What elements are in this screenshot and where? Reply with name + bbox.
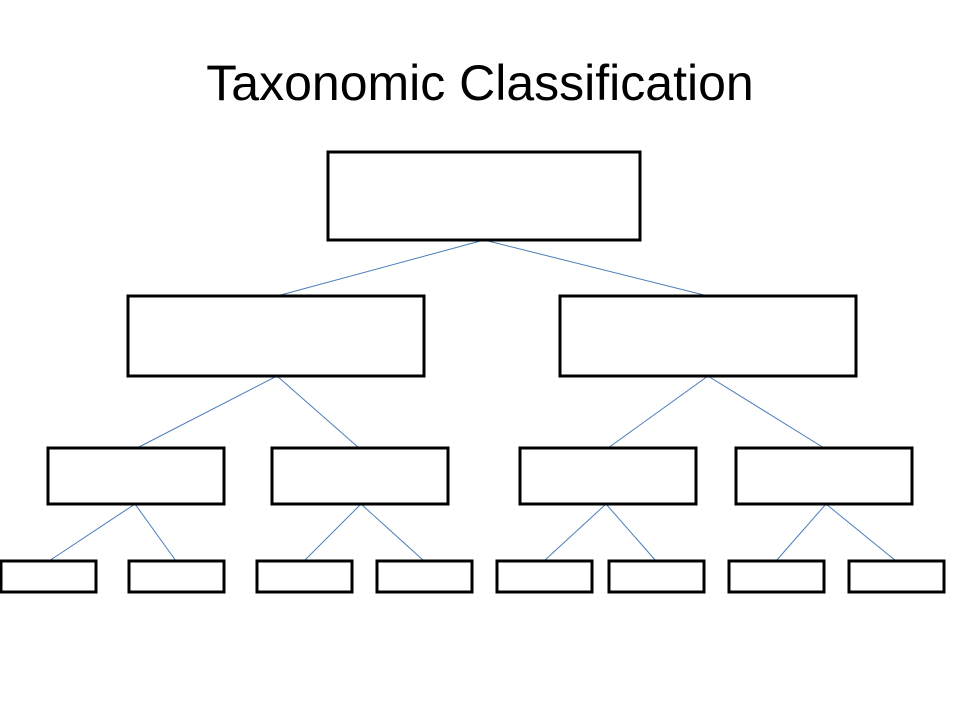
- connector-l2b-l3c: [303, 503, 362, 562]
- node-level3-a: [0, 559, 98, 594]
- connector-l1b-l2c: [607, 375, 709, 449]
- node-level1-right: [558, 294, 858, 378]
- connector-l2d-l3h: [825, 503, 897, 562]
- node-level3-f: [607, 559, 706, 594]
- node-level3-d: [375, 559, 474, 594]
- node-level2-b: [270, 446, 450, 506]
- node-level2-a: [46, 446, 226, 506]
- connector-root-left: [276, 239, 485, 297]
- connector-l2d-l3g: [775, 503, 827, 562]
- connector-root-right: [483, 239, 709, 297]
- node-level2-d: [734, 446, 914, 506]
- connector-l2b-l3d: [360, 503, 425, 562]
- node-level2-c: [518, 446, 698, 506]
- node-level3-h: [847, 559, 946, 594]
- node-level3-b: [127, 559, 226, 594]
- slide-title: Taxonomic Classification: [206, 55, 754, 111]
- node-level3-c: [255, 559, 354, 594]
- connector-l1a-l2b: [276, 375, 360, 449]
- node-level3-g: [727, 559, 826, 594]
- node-level3-e: [495, 559, 594, 594]
- connector-l2a-l3a: [48, 503, 136, 562]
- node-level1-left: [126, 294, 426, 378]
- connector-l1b-l2d: [707, 375, 825, 449]
- connector-l1a-l2a: [136, 375, 278, 449]
- connector-l2c-l3f: [605, 503, 657, 562]
- node-root: [326, 150, 642, 242]
- connector-l2a-l3b: [134, 503, 177, 562]
- connector-l2c-l3e: [543, 503, 607, 562]
